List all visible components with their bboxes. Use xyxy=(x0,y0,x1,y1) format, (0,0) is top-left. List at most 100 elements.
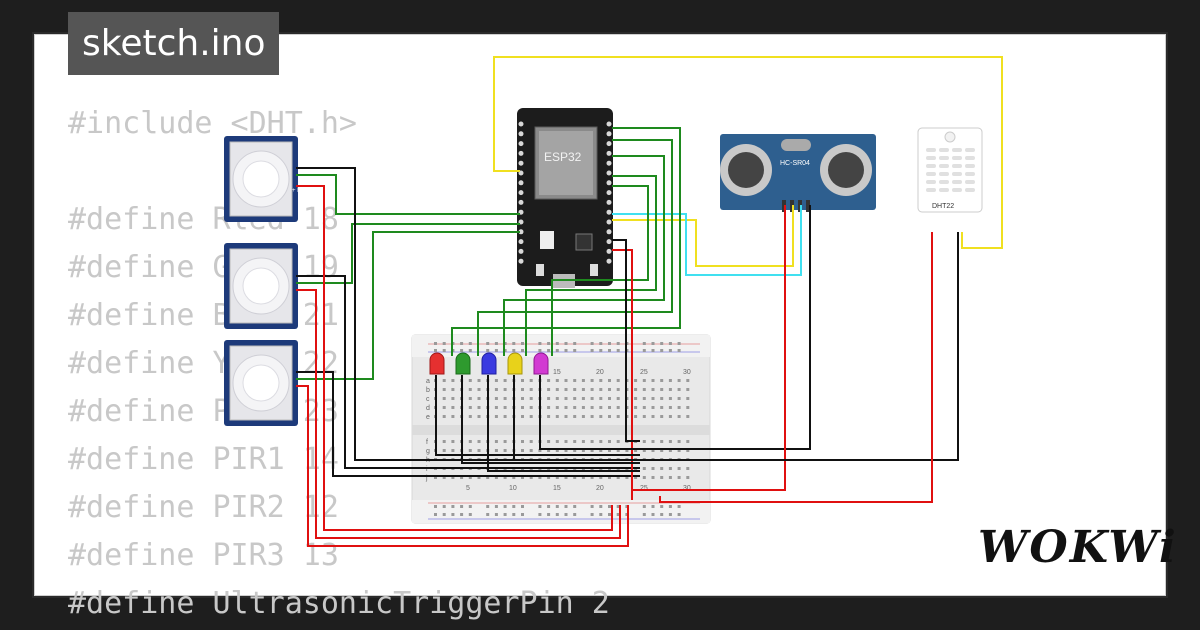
pir-sensor-3[interactable] xyxy=(224,340,298,426)
breadboard-hole xyxy=(434,513,437,516)
led-blue[interactable] xyxy=(481,352,497,375)
breadboard-hole xyxy=(599,349,603,352)
esp32-pin[interactable] xyxy=(606,190,612,196)
breadboard-hole xyxy=(512,342,516,345)
breadboard-hole xyxy=(538,349,542,352)
breadboard-hole xyxy=(521,476,524,479)
breadboard-hole xyxy=(581,379,585,382)
breadboard-hole xyxy=(660,440,664,443)
breadboard-number: 30 xyxy=(683,369,691,376)
breadboard-hole xyxy=(642,449,646,452)
breadboard-hole xyxy=(547,476,551,479)
esp32-pin[interactable] xyxy=(606,219,612,225)
esp32-pin[interactable] xyxy=(518,248,524,254)
breadboard-hole xyxy=(573,476,577,479)
breadboard-hole xyxy=(451,415,455,418)
dht-label: DHT22 xyxy=(932,203,954,210)
esp32-pin[interactable] xyxy=(606,248,612,254)
breadboard-number: 25 xyxy=(640,369,648,376)
breadboard-hole xyxy=(521,449,524,452)
file-tab[interactable]: sketch.ino xyxy=(68,12,280,75)
esp32-pin[interactable] xyxy=(518,121,524,127)
dht-grille-slot xyxy=(926,156,936,160)
code-line: #define PIR1 14 xyxy=(68,442,339,477)
esp32-pin[interactable] xyxy=(518,199,524,205)
breadboard-hole xyxy=(503,397,507,400)
breadboard-hole xyxy=(555,388,559,391)
breadboard-hole xyxy=(677,379,681,382)
esp32-pin[interactable] xyxy=(606,170,612,176)
breadboard-hole xyxy=(677,476,681,479)
esp32-pin[interactable] xyxy=(606,209,612,215)
esp32-pin[interactable] xyxy=(606,239,612,245)
breadboard-hole xyxy=(599,415,603,418)
breadboard-hole xyxy=(651,467,655,470)
breadboard-hole xyxy=(651,379,655,382)
esp32-pin[interactable] xyxy=(518,229,524,235)
breadboard-hole xyxy=(677,349,681,352)
dht-grille-slot xyxy=(952,148,962,152)
breadboard-hole xyxy=(555,379,559,382)
pir-sensor-2[interactable] xyxy=(224,243,298,329)
esp32-pin[interactable] xyxy=(518,160,524,166)
led-yellow[interactable] xyxy=(507,352,523,375)
dht-grille-slot xyxy=(952,172,962,176)
breadboard-hole xyxy=(451,379,455,382)
breadboard-hole xyxy=(564,505,568,508)
esp32-pin[interactable] xyxy=(606,258,612,264)
breadboard-hole xyxy=(668,449,672,452)
breadboard-hole xyxy=(573,449,577,452)
esp32-pin[interactable] xyxy=(518,150,524,156)
ultrasonic-sensor[interactable]: HC-SR04 xyxy=(720,134,876,212)
breadboard-hole xyxy=(634,406,638,409)
breadboard-hole xyxy=(581,449,585,452)
breadboard-hole xyxy=(590,415,594,418)
esp32-pin[interactable] xyxy=(606,199,612,205)
esp32-pin[interactable] xyxy=(606,141,612,147)
esp32-pin[interactable] xyxy=(518,239,524,245)
esp32-pin[interactable] xyxy=(518,190,524,196)
breadboard-hole xyxy=(486,505,490,508)
led-pink[interactable] xyxy=(533,352,549,375)
led-green[interactable] xyxy=(455,352,471,375)
breadboard-hole xyxy=(651,342,655,345)
esp32-pin[interactable] xyxy=(606,229,612,235)
pir-sensor-1[interactable]: + D − xyxy=(224,136,307,222)
esp32-pin[interactable] xyxy=(518,180,524,186)
esp32-pin[interactable] xyxy=(606,160,612,166)
esp32-pin[interactable] xyxy=(606,131,612,137)
breadboard-hole xyxy=(590,513,594,516)
esp32-pin[interactable] xyxy=(518,141,524,147)
code-line: #define UltrasonicTriggerPin 2 xyxy=(68,586,610,621)
esp32-pin[interactable] xyxy=(518,131,524,137)
breadboard-hole xyxy=(503,513,507,516)
breadboard-hole xyxy=(442,397,446,400)
breadboard-hole xyxy=(660,513,664,516)
esp32-pin[interactable] xyxy=(518,258,524,264)
esp32-board[interactable]: ESP32 xyxy=(517,108,613,288)
esp32-pin[interactable] xyxy=(606,121,612,127)
breadboard-hole xyxy=(547,449,551,452)
breadboard-hole xyxy=(503,440,507,443)
breadboard-hole xyxy=(616,397,620,400)
breadboard-hole xyxy=(477,406,481,409)
esp32-pin[interactable] xyxy=(606,180,612,186)
breadboard-hole xyxy=(521,505,524,508)
breadboard-hole xyxy=(521,397,524,400)
breadboard-hole xyxy=(608,388,611,391)
breadboard-hole xyxy=(521,415,524,418)
esp32-pin[interactable] xyxy=(606,150,612,156)
led-red[interactable] xyxy=(429,352,445,375)
breadboard-hole xyxy=(608,397,611,400)
breadboard-hole xyxy=(529,379,533,382)
breadboard-hole xyxy=(564,349,568,352)
breadboard-number: 5 xyxy=(466,485,470,492)
breadboard-hole xyxy=(451,476,455,479)
breadboard-hole xyxy=(581,406,585,409)
breadboard-hole xyxy=(494,449,498,452)
breadboard-hole xyxy=(442,449,446,452)
breadboard-hole xyxy=(651,388,655,391)
dht22-sensor[interactable]: DHT22 xyxy=(917,127,983,213)
dht-grille-slot xyxy=(965,172,975,176)
breadboard-hole xyxy=(538,449,542,452)
